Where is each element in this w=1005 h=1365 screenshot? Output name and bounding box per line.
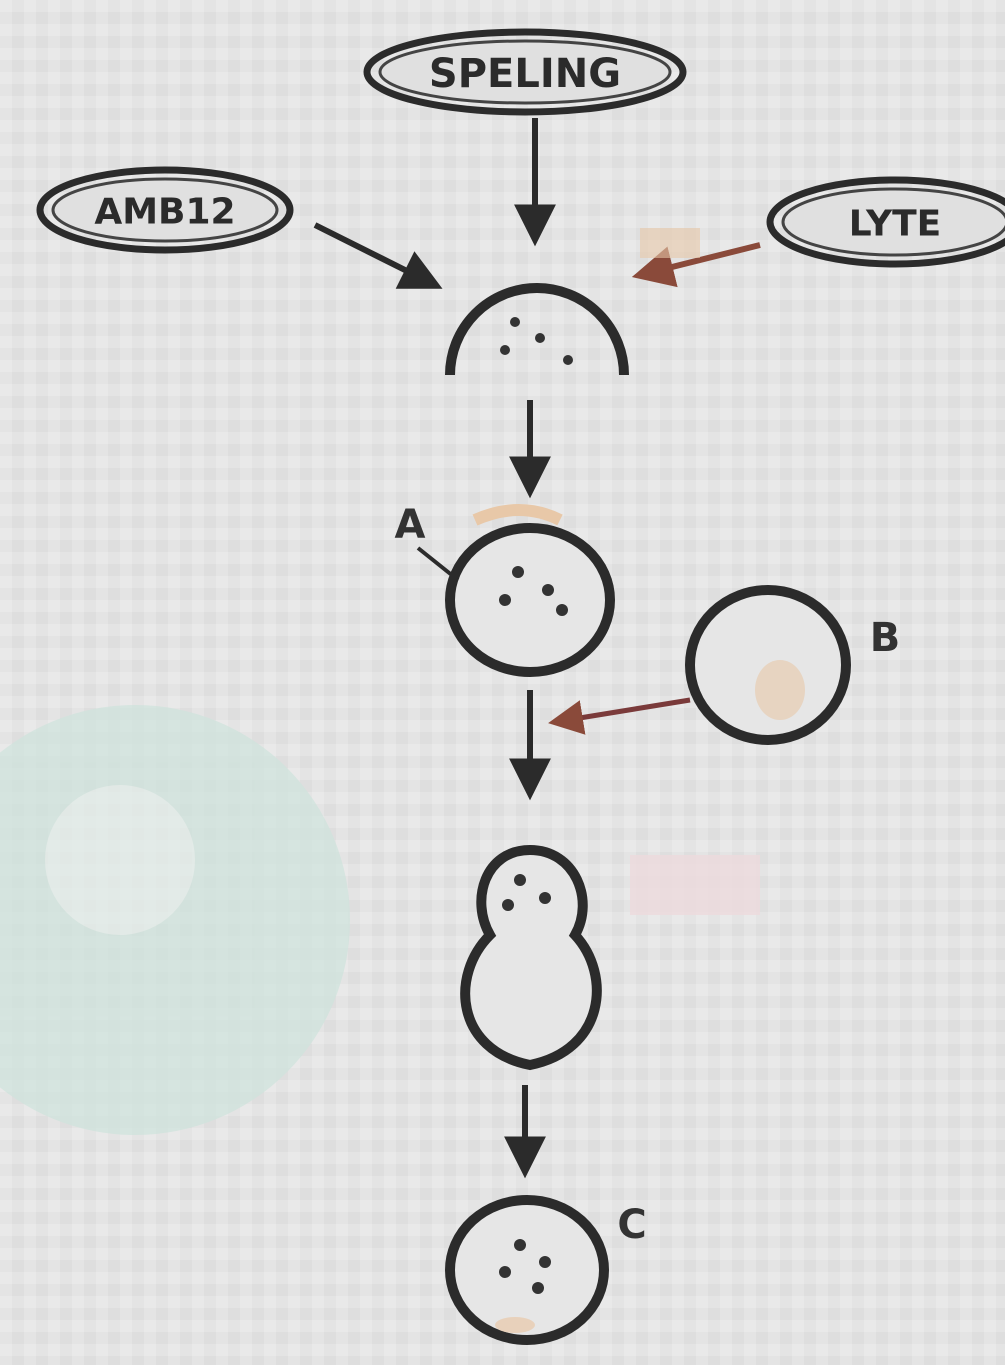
- cell-b: [690, 590, 846, 740]
- tan-smudge: [640, 228, 700, 258]
- node-left: AMB12: [40, 170, 290, 250]
- label-c: C: [617, 1202, 646, 1248]
- pink-smudge: [630, 855, 760, 915]
- node-right-label: LYTE: [849, 204, 942, 245]
- dividing-cell: [465, 850, 597, 1065]
- label-b: B: [870, 615, 901, 661]
- label-a: A: [395, 502, 426, 548]
- node-left-label: AMB12: [94, 192, 235, 233]
- cell-c: [450, 1200, 604, 1340]
- node-top-label: SPELING: [429, 51, 621, 97]
- node-top: SPELING: [367, 32, 683, 112]
